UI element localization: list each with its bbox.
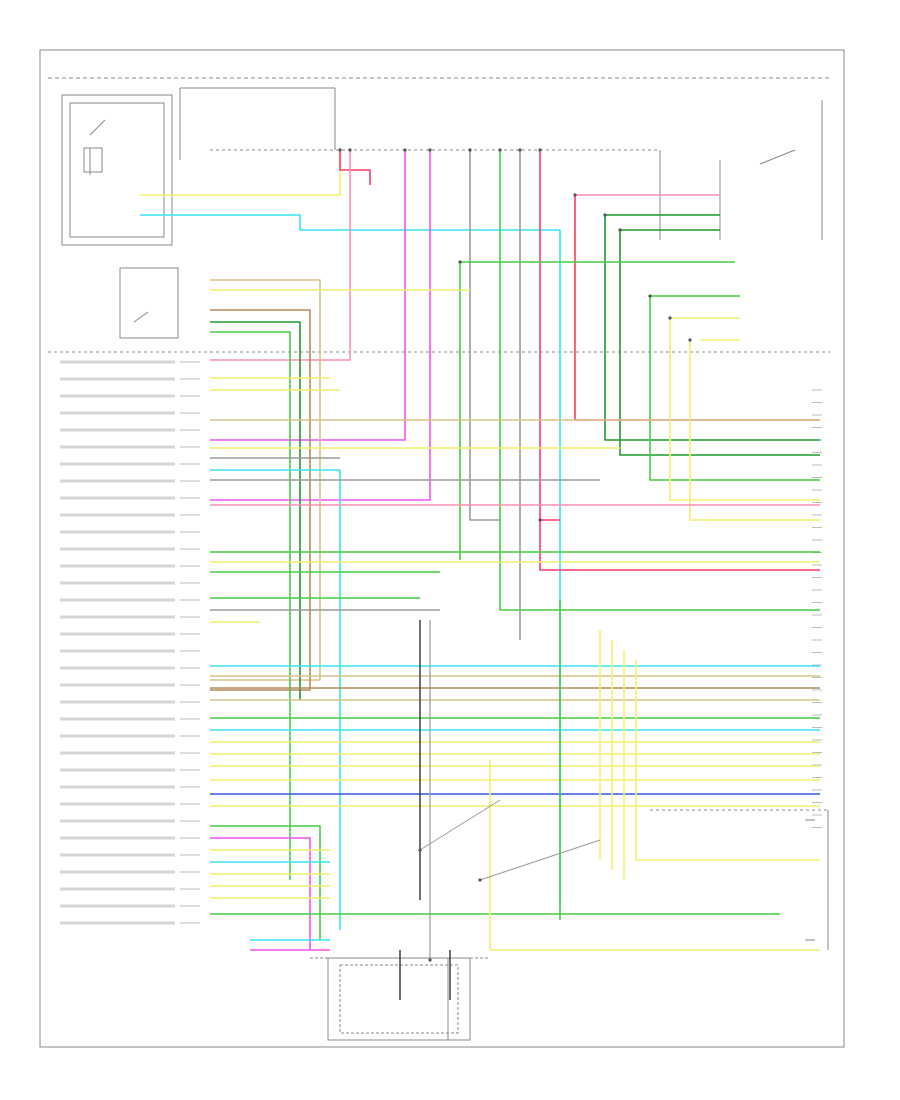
ground-splice-box (327, 957, 471, 1041)
diagram-border (39, 49, 845, 1048)
blower-relay-box (61, 94, 173, 246)
wire-green-1 (499, 150, 820, 611)
splice-dot (603, 213, 607, 217)
splice-dot (338, 148, 342, 152)
pcm-relay-box (119, 267, 179, 339)
splice-dot (538, 148, 542, 152)
wire-magenta-2 (210, 150, 431, 501)
wire-brown-1 (210, 309, 311, 691)
wire-magenta-low (210, 837, 311, 950)
splice-dot (518, 148, 522, 152)
wire-green-3 (649, 296, 820, 481)
splice-dot (348, 148, 352, 152)
wire-cyan-row (210, 469, 341, 930)
splice-dot (648, 294, 652, 298)
splice-dot (478, 878, 482, 882)
splice-dot (403, 148, 407, 152)
wire-yellow-right-2 (669, 318, 820, 501)
splice-dot (468, 148, 472, 152)
splice-dot (688, 338, 692, 342)
splice-dot (498, 148, 502, 152)
ground-splice-inner (339, 964, 459, 1034)
right-relay-switch (759, 149, 796, 165)
wire-yellow-right-4 (689, 340, 820, 521)
wire-red-feed (339, 150, 371, 185)
wire-green-low (210, 825, 321, 940)
wire-magenta-1 (210, 150, 406, 441)
wire-pink-battery (210, 150, 351, 361)
splice-dot (428, 148, 432, 152)
wire-green-pcm (210, 331, 291, 880)
wire-cyan-blower (140, 214, 561, 900)
splice-dot (538, 518, 542, 522)
relay-switch-arm (89, 119, 106, 136)
wire-yellow-vert-4 (635, 660, 820, 861)
wire-yellow-blower (140, 150, 341, 196)
wire-dkgreen-pcm (210, 321, 301, 700)
splice-dot (418, 848, 422, 852)
wire-dkgreen-4 (619, 230, 820, 456)
relay-coil (83, 147, 103, 173)
pcm-relay-switch (133, 311, 149, 323)
wire-gray-diag-2 (419, 799, 501, 851)
splice-dot (458, 260, 462, 264)
wire-red-3 (539, 520, 820, 571)
wire-dkgreen-2 (604, 215, 820, 441)
wire-red-2 (539, 150, 560, 521)
wire-gray-diag (479, 839, 601, 881)
wire-red-relay (574, 195, 820, 421)
splice-dot (618, 228, 622, 232)
splice-dot (428, 958, 432, 962)
wire-gray-1 (469, 150, 500, 521)
blower-relay-inner (69, 102, 165, 238)
splice-dot (668, 316, 672, 320)
splice-dot (573, 193, 577, 197)
